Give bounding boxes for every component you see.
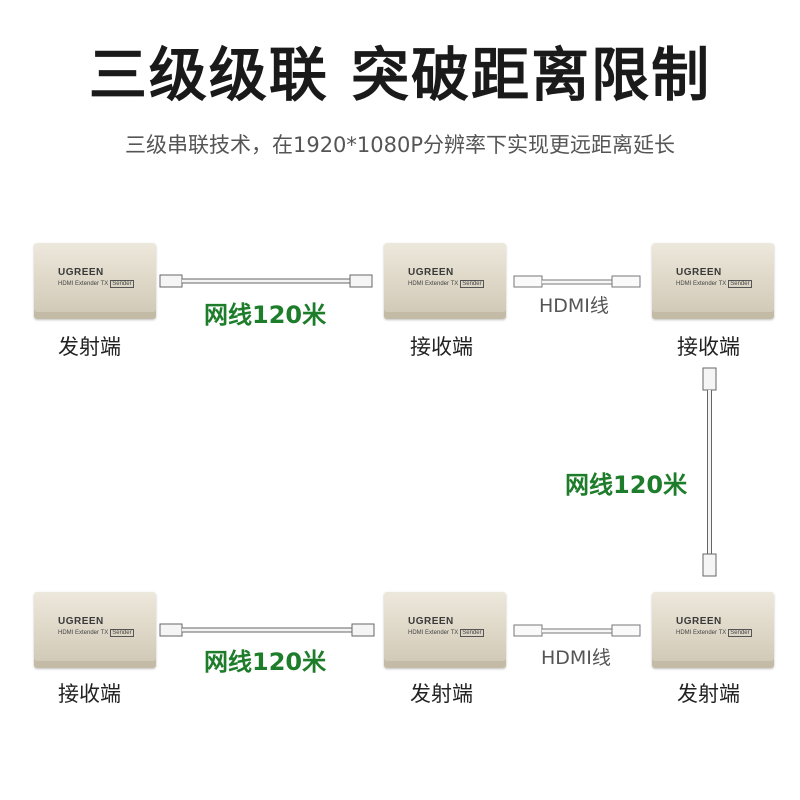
network-cable-bottom [159, 623, 375, 637]
page-subtitle: 三级串联技术，在1920*1080P分辨率下实现更远距离延长 [124, 133, 676, 157]
label-row1-mid: 接收端 [410, 335, 473, 359]
cable-label-hdmi-bottom: HDMI线 [541, 647, 611, 669]
label-row2-mid: 发射端 [410, 682, 473, 706]
brand-logo: UGREEN [58, 616, 104, 627]
cable-label-hdmi-top: HDMI线 [539, 295, 609, 317]
brand-logo: UGREEN [408, 267, 454, 278]
network-cable-vertical [702, 367, 717, 577]
cable-label-net-top: 网线120米 [204, 301, 327, 329]
label-row1-left: 发射端 [58, 335, 121, 359]
hdmi-cable-bottom [513, 624, 641, 637]
brand-logo: UGREEN [676, 616, 722, 627]
hdmi-cable-top [513, 275, 641, 288]
cable-label-net-vertical: 网线120米 [565, 471, 688, 499]
label-row2-left: 接收端 [58, 682, 121, 706]
label-row2-right: 发射端 [677, 682, 740, 706]
network-cable-top [159, 274, 373, 288]
page-title: 三级级联 突破距离限制 [88, 41, 712, 109]
brand-logo: UGREEN [408, 616, 454, 627]
brand-logo: UGREEN [676, 267, 722, 278]
brand-logo: UGREEN [58, 267, 104, 278]
cable-label-net-bottom: 网线120米 [204, 648, 327, 676]
label-row1-right: 接收端 [677, 335, 740, 359]
